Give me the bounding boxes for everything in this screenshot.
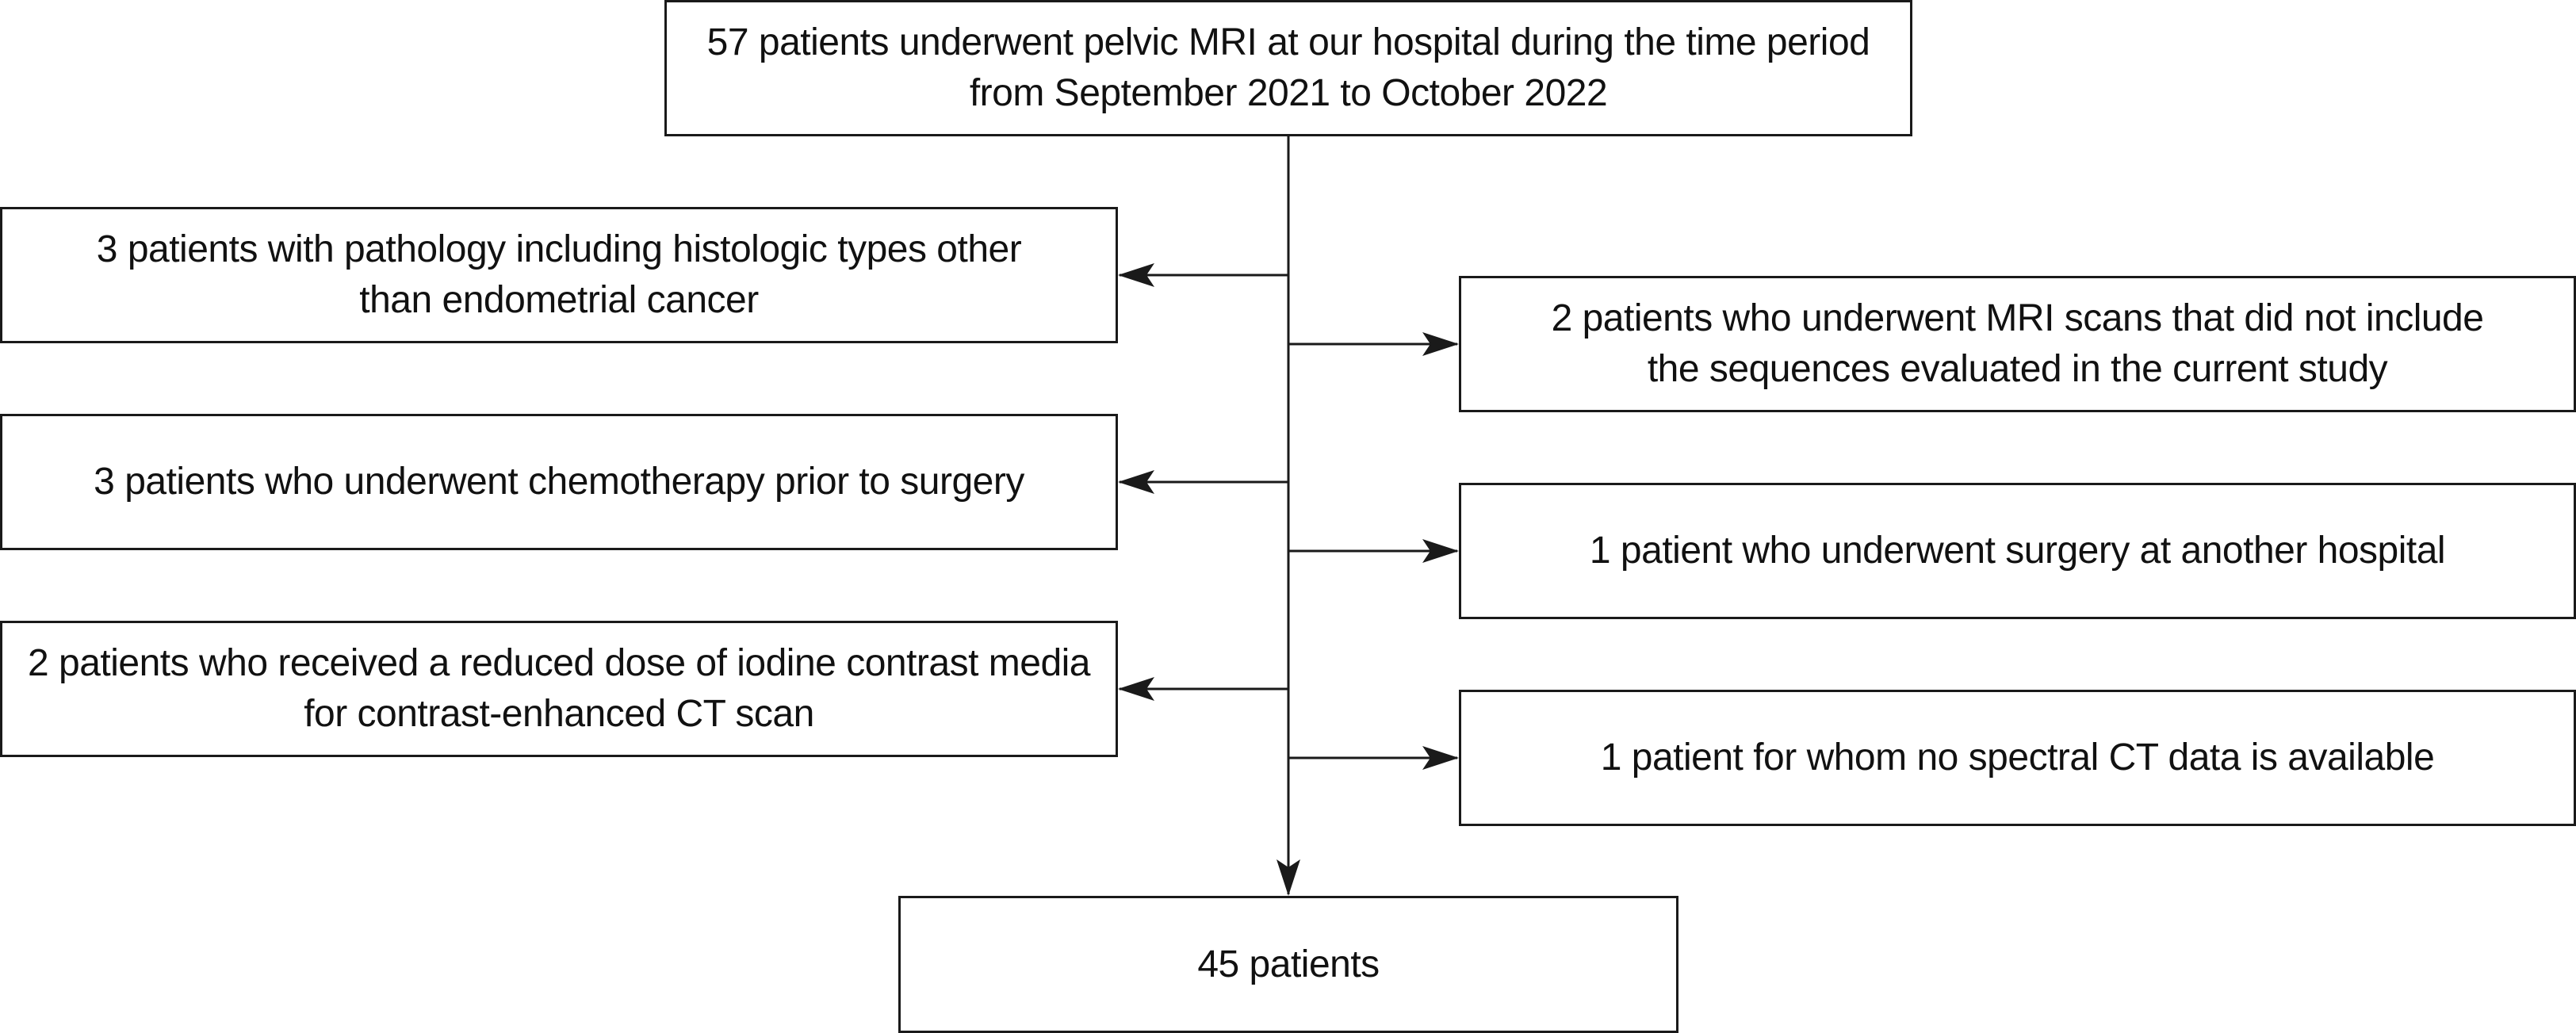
final-box: 45 patients (898, 896, 1678, 1033)
exclusion-box-right-3: 1 patient for whom no spectral CT data i… (1459, 690, 2576, 826)
final-box-label: 45 patients (1197, 943, 1380, 985)
start-box-line-1: 57 patients underwent pelvic MRI at our … (706, 21, 1870, 63)
start-box-line-2: from September 2021 to October 2022 (969, 72, 1608, 114)
exclusion-left-3-line-2: for contrast-enhanced CT scan (304, 693, 814, 735)
exclusion-left-2-line-1: 3 patients who underwent chemotherapy pr… (94, 461, 1024, 503)
exclusion-right-2-line-1: 1 patient who underwent surgery at anoth… (1589, 530, 2446, 572)
exclusion-right-1-line-2: the sequences evaluated in the current s… (1647, 348, 2388, 390)
exclusion-box-left-1: 3 patients with pathology including hist… (0, 207, 1118, 343)
exclusion-right-1-line-1: 2 patients who underwent MRI scans that … (1551, 297, 2484, 339)
exclusion-box-right-2: 1 patient who underwent surgery at anoth… (1459, 483, 2576, 619)
exclusion-box-right-1: 2 patients who underwent MRI scans that … (1459, 276, 2576, 412)
exclusion-left-3-line-1: 2 patients who received a reduced dose o… (27, 642, 1091, 684)
exclusion-box-left-2: 3 patients who underwent chemotherapy pr… (0, 414, 1118, 550)
exclusion-right-3-line-1: 1 patient for whom no spectral CT data i… (1600, 736, 2435, 779)
exclusion-left-1-line-2: than endometrial cancer (359, 279, 759, 321)
exclusion-left-1-line-1: 3 patients with pathology including hist… (96, 228, 1022, 270)
exclusion-box-left-3: 2 patients who received a reduced dose o… (0, 621, 1118, 757)
start-box: 57 patients underwent pelvic MRI at our … (664, 0, 1912, 136)
